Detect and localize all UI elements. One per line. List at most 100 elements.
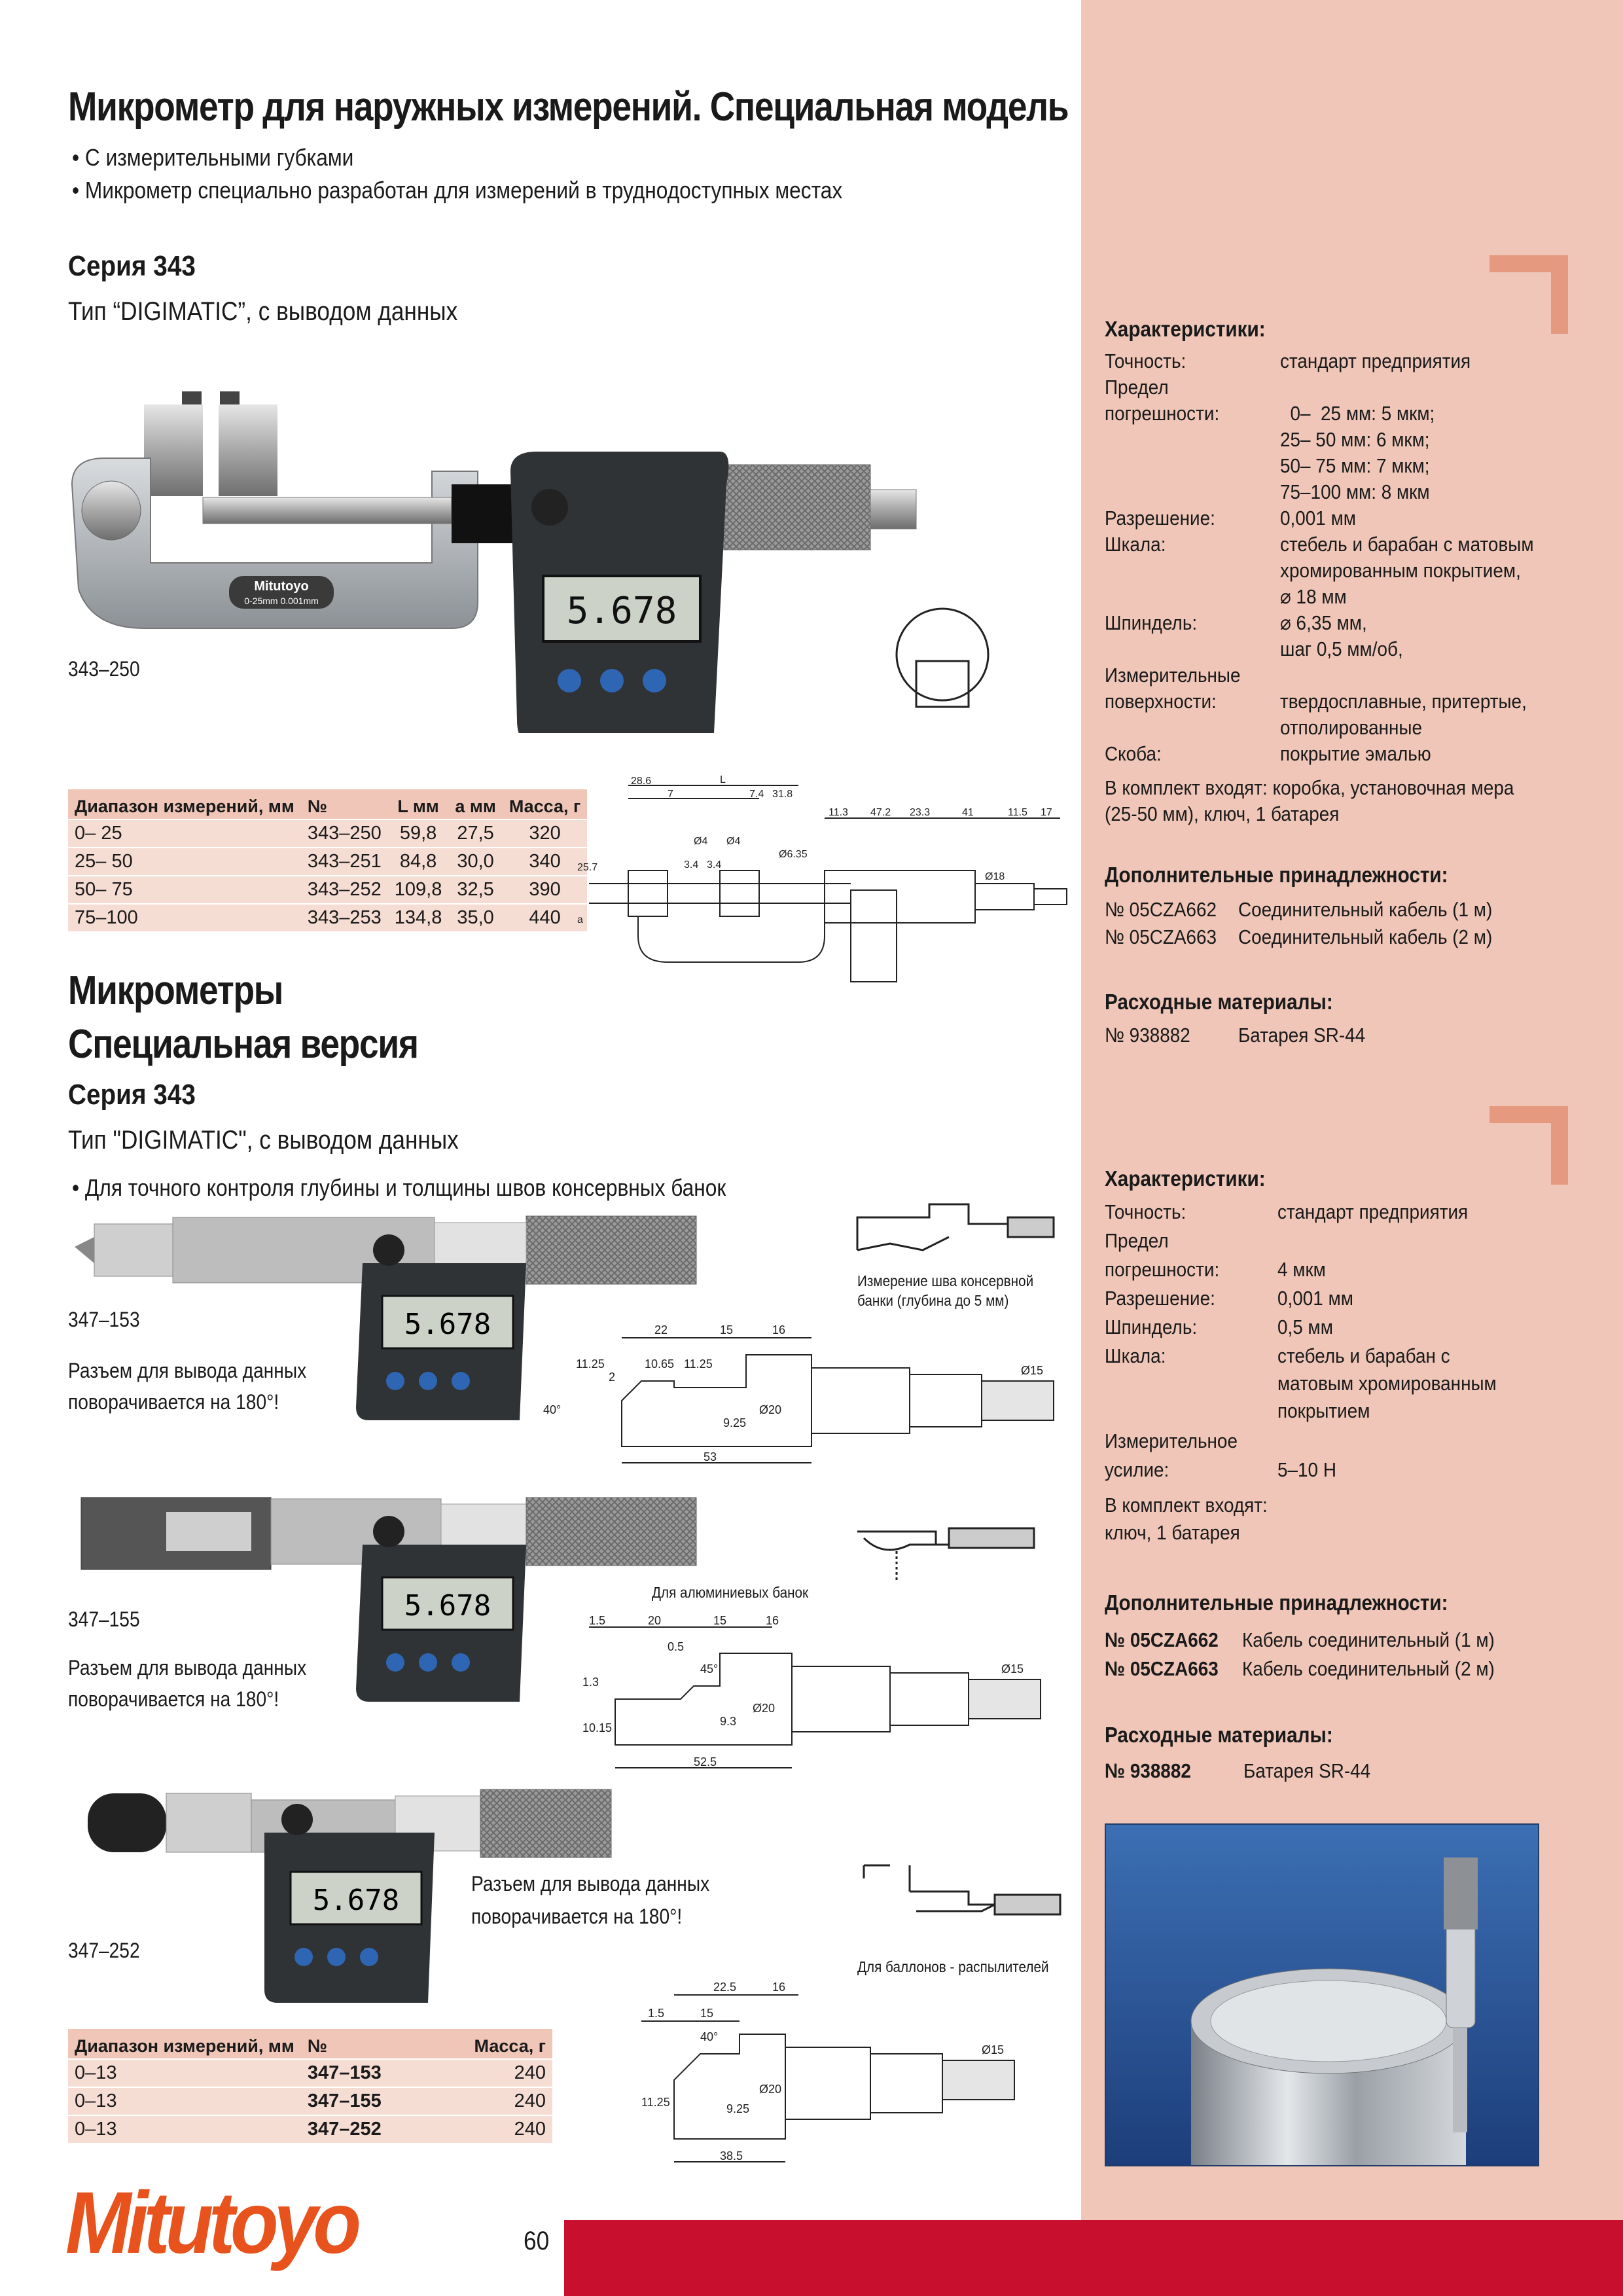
svg-text:5.678: 5.678 [404,1589,491,1623]
svg-text:11.5: 11.5 [1008,807,1027,818]
svg-text:11.3: 11.3 [829,807,848,818]
connector-note: Разъем для вывода данных [68,1656,307,1679]
section-title: Специальная версия [68,1022,419,1067]
consumables-heading: Расходные материалы: [1105,990,1333,1014]
spec-table-343: Диапазон измерений, мм № L мм a мм Масса… [68,789,588,931]
svg-text:Ø20: Ø20 [759,2083,781,2096]
svg-text:16: 16 [772,1323,785,1336]
svg-text:11.25: 11.25 [684,1357,713,1371]
svg-text:45°: 45° [700,1662,718,1676]
bullet: • Микрометр специально разработан для из… [72,177,843,204]
svg-text:15: 15 [700,2007,713,2020]
kit-contents: ключ, 1 батарея [1105,1521,1240,1544]
svg-text:16: 16 [766,1614,779,1627]
svg-text:38.5: 38.5 [720,2149,743,2162]
brand-logo: Mitutoyo [65,2174,361,2272]
connector-note: Разъем для вывода данных [471,1872,710,1895]
svg-text:40°: 40° [543,1403,561,1416]
corner-bracket [1489,255,1568,334]
svg-text:2: 2 [609,1371,615,1384]
micrometer-347-252-image: 5.678 [88,1789,612,2003]
lcd-readout: 5.678 [567,590,677,632]
svg-text:22.5: 22.5 [713,1981,736,1994]
svg-text:Ø15: Ø15 [1001,1662,1024,1676]
svg-text:Ø20: Ø20 [759,1403,781,1416]
svg-text:25.7: 25.7 [577,862,597,873]
svg-text:20: 20 [648,1614,661,1627]
consumables-heading: Расходные материалы: [1105,1723,1333,1747]
svg-text:17: 17 [1041,807,1052,818]
svg-text:53: 53 [704,1450,717,1463]
svg-text:7.4: 7.4 [749,789,764,800]
svg-text:31.8: 31.8 [772,789,793,800]
series-heading: Серия 343 [68,250,196,282]
model-label: 343–250 [68,657,140,681]
accessories-heading: Дополнительные принадлежности: [1105,1590,1448,1615]
svg-text:15: 15 [713,1614,726,1627]
micrometer-347-153-image: 5.678 [75,1215,697,1420]
technical-drawing-343: 28.6 L 7 Ø4 Ø4 7.4 31.8 11.3 47.2 23.3 4… [577,774,1067,982]
section-title: Микрометры [68,968,283,1013]
svg-text:1.3: 1.3 [582,1676,599,1689]
frame-range: 0-25mm 0.001mm [244,596,319,606]
svg-text:5.678: 5.678 [313,1884,399,1917]
svg-text:Ø6.35: Ø6.35 [779,849,808,860]
connector-note: поворачивается на 180°! [68,1687,279,1711]
bullet: • С измерительными губками [72,144,354,171]
svg-text:Ø4: Ø4 [726,836,740,847]
svg-text:10.65: 10.65 [645,1357,674,1371]
aerosol-sketch [863,1864,1061,1916]
svg-text:28.6: 28.6 [631,776,651,787]
aluminium-can-sketch [857,1527,1035,1581]
caption: банки (глубина до 5 мм) [857,1292,1009,1309]
connector-note: поворачивается на 180°! [68,1390,279,1414]
svg-text:9.25: 9.25 [723,1416,746,1429]
svg-text:15: 15 [720,1323,733,1336]
svg-text:40°: 40° [700,2030,718,2043]
kit-contents: (25-50 мм), ключ, 1 батарея [1105,802,1340,825]
svg-text:5.678: 5.678 [404,1308,491,1341]
micrometer-347-155-image: 5.678 [80,1497,697,1702]
footer-bar [564,2220,1623,2296]
kit-contents: В комплект входят: [1105,1494,1268,1516]
svg-text:16: 16 [772,1981,785,1994]
svg-text:L: L [720,774,726,785]
svg-text:47.2: 47.2 [870,807,891,818]
svg-text:Ø18: Ø18 [985,871,1005,882]
technical-drawing-347-153: 22 15 16 11.25 2 10.65 11.25 40° 9.25 Ø2… [543,1323,1054,1463]
page-number: 60 [524,2227,550,2255]
svg-text:7: 7 [668,789,673,800]
specs-heading: Характеристики: [1105,317,1266,341]
model-label: 347–155 [68,1607,140,1631]
svg-text:1.5: 1.5 [589,1614,605,1627]
caption: Измерение шва консервной [857,1272,1034,1289]
caption: Для баллонов - распылителей [857,1958,1049,1975]
series-heading: Серия 343 [68,1079,196,1111]
svg-text:9.25: 9.25 [726,2102,749,2115]
type-subtitle: Тип "DIGIMATIC", с выводом данных [68,1126,459,1155]
svg-text:1.5: 1.5 [648,2007,664,2020]
frame-brand: Mitutoyo [254,579,308,594]
connector-note: Разъем для вывода данных [68,1359,307,1382]
svg-text:Ø20: Ø20 [753,1702,775,1715]
can-measurement-photo [1105,1823,1539,2166]
svg-text:10.15: 10.15 [582,1721,612,1734]
svg-text:52.5: 52.5 [694,1755,717,1768]
model-label: 347–153 [68,1308,140,1331]
svg-text:11.25: 11.25 [641,2096,670,2109]
svg-text:41: 41 [962,807,974,818]
accessories-heading: Дополнительные принадлежности: [1105,863,1448,887]
seam-sketch [856,1203,1055,1251]
svg-text:a: a [577,914,583,925]
corner-bracket [1489,1106,1568,1185]
svg-text:Ø15: Ø15 [1021,1364,1043,1377]
svg-text:23.3: 23.3 [910,807,930,818]
technical-drawing-347-155: 1.5 20 15 16 0.5 45° 1.3 10.15 9.3 Ø20 Ø… [582,1614,1041,1768]
